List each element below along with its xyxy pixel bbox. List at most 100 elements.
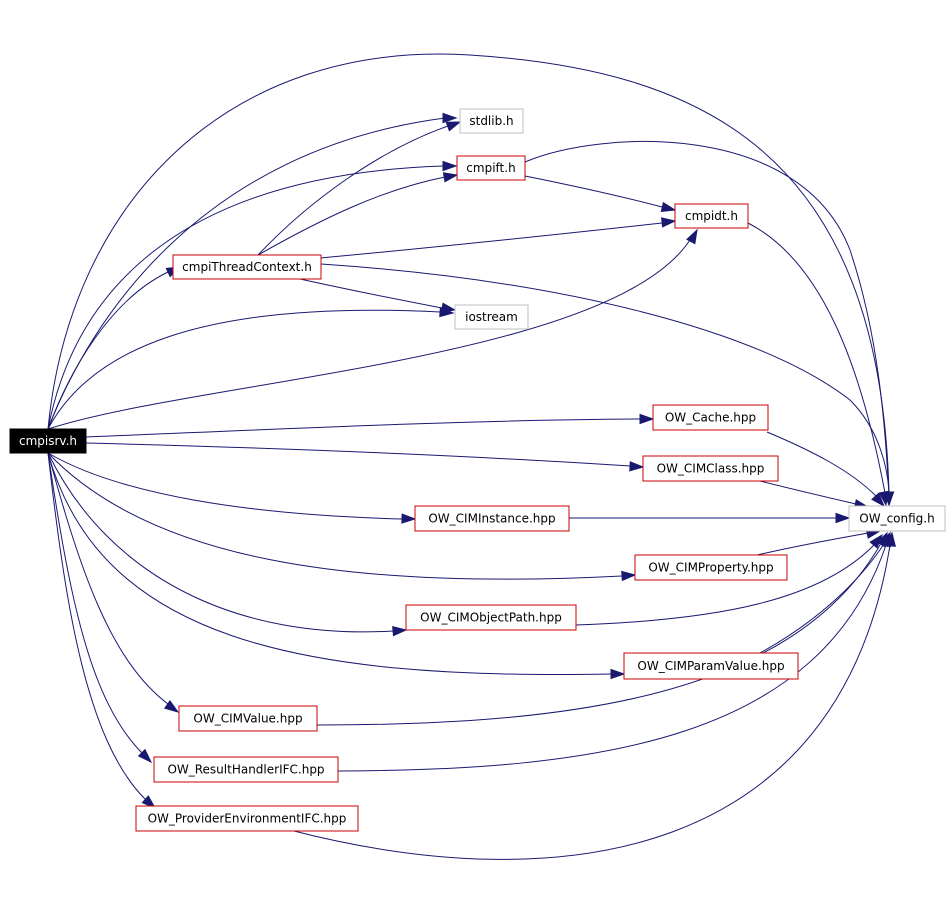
node-box <box>414 505 570 532</box>
edge-line <box>47 53 890 494</box>
node-box <box>634 554 788 581</box>
edge-cmpift-to-cmpidt <box>524 175 677 213</box>
edge-OW_Cache-to-OW_config <box>766 431 886 508</box>
arrowhead-icon <box>661 217 677 228</box>
edge-line <box>85 442 631 467</box>
node-box <box>135 805 359 832</box>
arrowhead-icon <box>442 172 459 183</box>
arrowhead-icon <box>442 112 458 124</box>
edge-line <box>759 543 885 654</box>
edge-line <box>756 532 869 556</box>
edge-line <box>257 125 449 256</box>
node-OW_CIMProperty[interactable]: OW_CIMProperty.hpp <box>634 554 788 581</box>
edge-line <box>47 452 143 754</box>
edge-cmpisrv-to-OW_CIMClass <box>85 442 645 472</box>
node-box <box>454 304 529 330</box>
node-label: OW_CIMObjectPath.hpp <box>420 611 562 625</box>
node-OW_CIMClass[interactable]: OW_CIMClass.hpp <box>642 455 779 482</box>
arrowhead-icon <box>639 413 655 425</box>
node-box <box>642 455 779 482</box>
edge-OW_ProviderEnvironmentIFC-to-OW_config <box>289 531 897 860</box>
edge-line <box>47 452 147 801</box>
edge-line <box>257 176 446 256</box>
node-label: OW_ProviderEnvironmentIFC.hpp <box>148 812 347 826</box>
edge-cmpisrv-to-OW_Cache <box>85 413 655 438</box>
edge-OW_CIMInstance-to-OW_config <box>569 512 851 524</box>
node-cmpisrv[interactable]: cmpisrv.h <box>9 428 87 454</box>
edge-cmpisrv-to-cmpift <box>47 160 458 430</box>
edge-cmpiThreadContext-to-cmpidt <box>319 217 677 259</box>
node-label: cmpisrv.h <box>19 434 77 448</box>
arrowhead-icon <box>440 302 457 313</box>
edge-line <box>289 544 891 860</box>
edge-cmpift-to-OW_config <box>524 141 895 507</box>
node-box <box>674 203 749 229</box>
node-label: iostream <box>465 310 518 324</box>
arrowhead-icon <box>871 492 886 508</box>
edge-line <box>320 263 890 494</box>
node-label: cmpiThreadContext.h <box>182 260 312 274</box>
arrowhead-icon <box>660 201 677 213</box>
arrowhead-icon <box>442 160 458 172</box>
edge-line <box>47 309 441 430</box>
edge-OW_CIMParamValue-to-OW_config <box>759 531 891 654</box>
arrowhead-icon <box>163 699 180 713</box>
arrowhead-icon <box>141 795 157 810</box>
edge-line <box>766 431 877 497</box>
node-label: OW_Cache.hpp <box>665 411 756 425</box>
edge-line <box>575 544 875 626</box>
node-stdlib: stdlib.h <box>459 108 524 134</box>
nodes-layer: cmpisrv.h stdlib.h cmpift.h cmpidt.h cmpiThr… <box>9 108 946 832</box>
edge-line <box>524 175 663 208</box>
node-label: OW_CIMValue.hpp <box>193 712 302 726</box>
node-label: OW_CIMProperty.hpp <box>648 561 773 575</box>
arrowhead-icon <box>621 570 637 582</box>
node-box <box>153 756 339 783</box>
edge-line <box>47 452 612 676</box>
node-OW_CIMValue[interactable]: OW_CIMValue.hpp <box>178 705 318 732</box>
edge-line <box>47 165 444 430</box>
edge-line <box>47 452 403 520</box>
arrowhead-icon <box>686 228 698 245</box>
arrowhead-icon <box>137 748 153 764</box>
node-box <box>652 404 769 431</box>
node-OW_CIMInstance[interactable]: OW_CIMInstance.hpp <box>414 505 570 532</box>
arrowhead-icon <box>885 531 897 547</box>
arrowhead-icon <box>883 491 895 507</box>
edge-line <box>337 544 887 772</box>
edge-line <box>85 418 641 438</box>
node-box <box>9 428 87 454</box>
node-OW_Cache[interactable]: OW_Cache.hpp <box>652 404 769 431</box>
node-box <box>459 108 524 134</box>
node-box <box>178 705 318 732</box>
node-OW_CIMObjectPath[interactable]: OW_CIMObjectPath.hpp <box>405 604 577 631</box>
node-box <box>456 155 526 181</box>
edge-cmpisrv-to-OW_ProviderEnvironmentIFC <box>47 452 157 810</box>
node-OW_ProviderEnvironmentIFC[interactable]: OW_ProviderEnvironmentIFC.hpp <box>135 805 359 832</box>
node-box <box>623 652 799 680</box>
node-cmpiThreadContext[interactable]: cmpiThreadContext.h <box>172 254 322 280</box>
edge-cmpiThreadContext-to-stdlib <box>257 121 462 256</box>
node-OW_ResultHandlerIFC[interactable]: OW_ResultHandlerIFC.hpp <box>153 756 339 783</box>
edge-cmpisrv-to-OW_CIMValue <box>47 452 180 713</box>
edge-line <box>47 452 169 705</box>
arrowhead-icon <box>445 121 462 132</box>
node-label: OW_CIMClass.hpp <box>657 462 765 476</box>
edge-cmpiThreadContext-to-iostream <box>299 278 457 313</box>
edge-line <box>759 480 857 505</box>
node-cmpift[interactable]: cmpift.h <box>456 155 526 181</box>
arrowhead-icon <box>610 668 626 680</box>
node-box <box>848 505 946 532</box>
edge-cmpisrv-to-cmpidt <box>47 228 698 430</box>
node-cmpidt[interactable]: cmpidt.h <box>674 203 749 229</box>
node-label: OW_CIMInstance.hpp <box>428 512 555 526</box>
edge-cmpiThreadContext-to-OW_config <box>320 263 895 507</box>
edge-cmpisrv-to-OW_CIMParamValue <box>47 452 626 680</box>
edge-line <box>299 278 443 309</box>
node-label: cmpift.h <box>466 161 515 175</box>
node-OW_CIMParamValue[interactable]: OW_CIMParamValue.hpp <box>623 652 799 680</box>
node-label: OW_ResultHandlerIFC.hpp <box>167 763 324 777</box>
arrowhead-icon <box>401 513 417 524</box>
node-label: OW_CIMParamValue.hpp <box>637 659 784 673</box>
